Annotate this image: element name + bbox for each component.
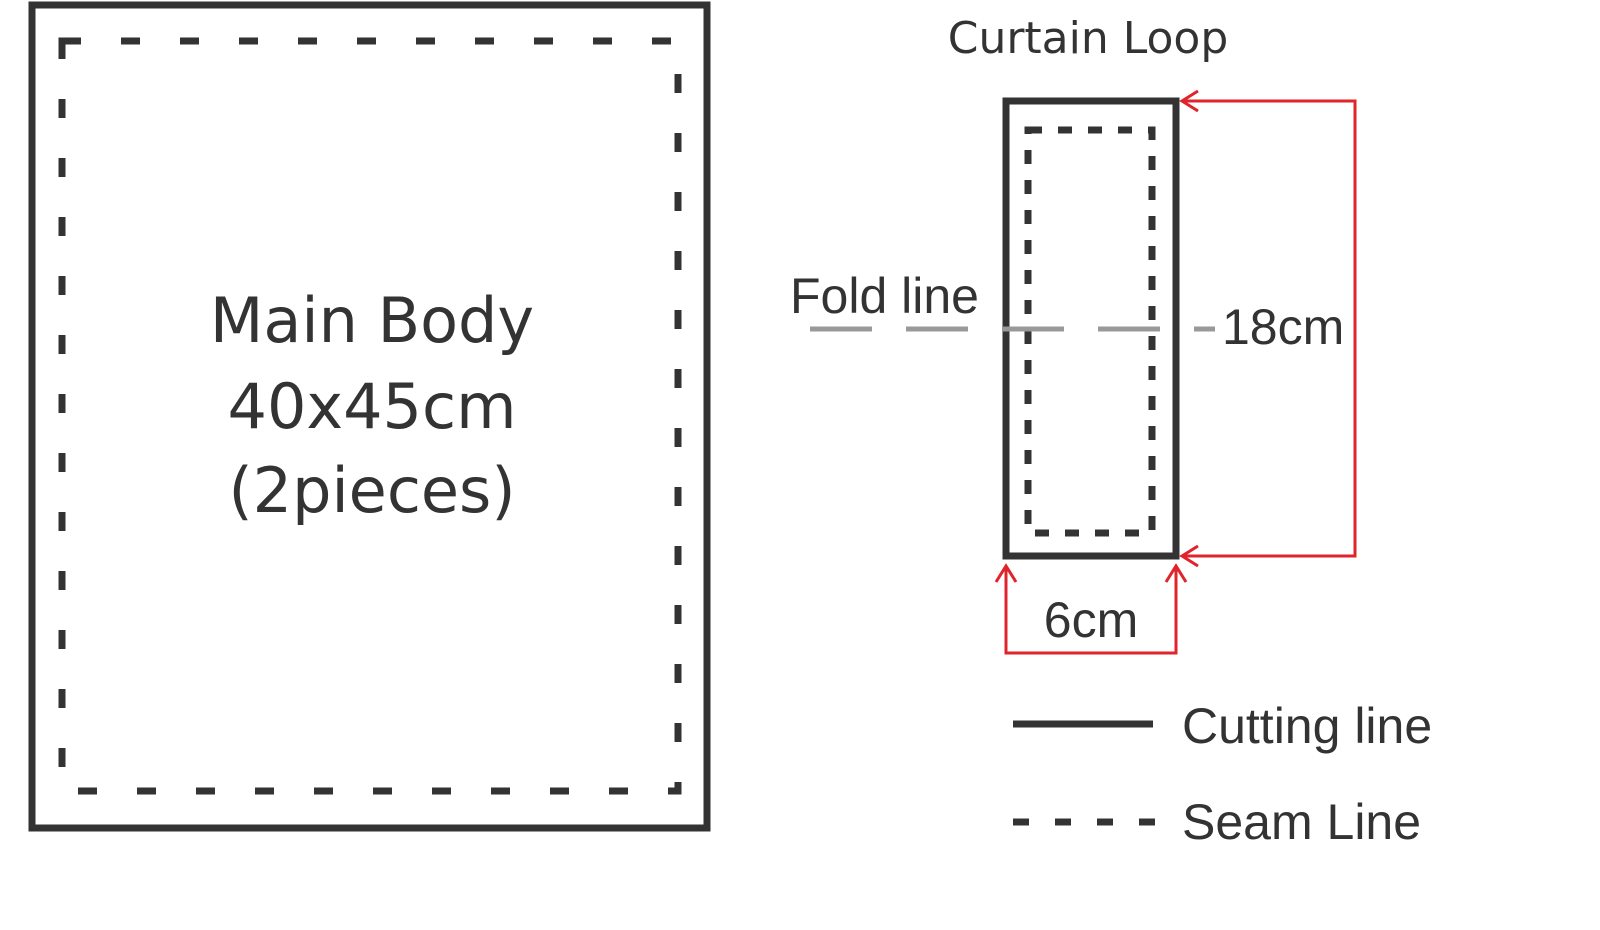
main-body-title: Main Body bbox=[210, 284, 534, 357]
height-arrow-top bbox=[1179, 89, 1199, 113]
height-dimension-line bbox=[1182, 99, 1357, 558]
main-body-piece: Main Body 40x45cm (2pieces) bbox=[28, 1, 711, 832]
legend: Cutting line Seam Line bbox=[1013, 698, 1432, 850]
main-body-seam-line bbox=[58, 37, 682, 795]
curtain-loop-piece: Curtain Loop Fold line 18cm 6cm bbox=[790, 13, 1357, 655]
width-arrow-left bbox=[994, 563, 1018, 583]
main-body-pieces: (2pieces) bbox=[228, 454, 515, 527]
width-dimension bbox=[994, 563, 1188, 655]
main-body-size: 40x45cm bbox=[228, 370, 517, 443]
height-label: 18cm bbox=[1222, 299, 1344, 355]
width-arrow-right bbox=[1164, 563, 1188, 583]
width-label: 6cm bbox=[1044, 592, 1138, 648]
fold-line-label: Fold line bbox=[790, 268, 979, 324]
legend-seam-label: Seam Line bbox=[1182, 794, 1421, 850]
height-arrow-bottom bbox=[1179, 544, 1199, 568]
height-dimension bbox=[1179, 89, 1357, 568]
width-dimension-line bbox=[1004, 566, 1178, 655]
legend-cutting-label: Cutting line bbox=[1182, 698, 1432, 754]
curtain-loop-title: Curtain Loop bbox=[948, 13, 1229, 64]
main-body-cutting-line bbox=[28, 1, 711, 832]
